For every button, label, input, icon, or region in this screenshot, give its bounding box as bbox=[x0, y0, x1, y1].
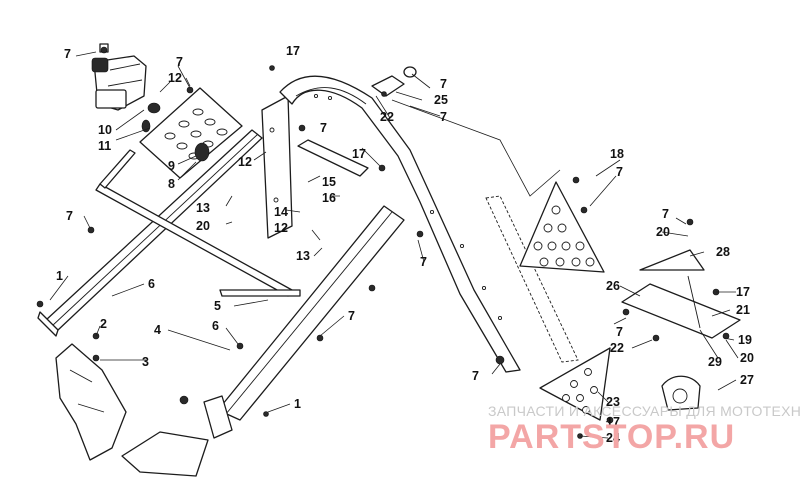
motor-27 bbox=[661, 375, 701, 411]
callout-26: 26 bbox=[606, 279, 620, 293]
callout-17: 17 bbox=[606, 415, 620, 429]
watermark-tagline: ЗАПЧАСТИ И АКСЕССУАРЫ ДЛЯ МОТОТЕХНИКИ bbox=[488, 403, 800, 419]
callout-23: 23 bbox=[606, 395, 620, 409]
callout-18: 18 bbox=[610, 147, 624, 161]
callout-17: 17 bbox=[352, 147, 366, 161]
callout-4: 4 bbox=[154, 323, 161, 337]
callout-16: 16 bbox=[322, 191, 336, 205]
watermark-brand: PARTSTOP.RU bbox=[488, 418, 735, 456]
lower-casting bbox=[55, 343, 209, 477]
long-rail-left bbox=[37, 129, 263, 337]
callout-24: 24 bbox=[606, 431, 620, 445]
callout-25: 25 bbox=[434, 93, 448, 107]
callout-17: 17 bbox=[736, 285, 750, 299]
leader-lines bbox=[49, 51, 739, 439]
callout-12: 12 bbox=[238, 155, 252, 169]
callout-10: 10 bbox=[98, 123, 112, 137]
diagonal-panel bbox=[391, 99, 579, 363]
callout-20: 20 bbox=[740, 351, 754, 365]
callout-7: 7 bbox=[66, 209, 73, 223]
callout-7: 7 bbox=[662, 207, 669, 221]
callout-17: 17 bbox=[286, 44, 300, 58]
callout-20: 20 bbox=[196, 219, 210, 233]
callout-7: 7 bbox=[616, 165, 623, 179]
callout-19: 19 bbox=[738, 333, 752, 347]
callout-6: 6 bbox=[212, 319, 219, 333]
callout-1: 1 bbox=[294, 397, 301, 411]
callout-7: 7 bbox=[440, 77, 447, 91]
callout-7: 7 bbox=[616, 325, 623, 339]
callout-12: 12 bbox=[274, 221, 288, 235]
tube-bar bbox=[95, 149, 301, 297]
perforated-plate-18 bbox=[519, 181, 605, 273]
callout-2: 2 bbox=[100, 317, 107, 331]
callout-20: 20 bbox=[656, 225, 670, 239]
callout-29: 29 bbox=[708, 355, 722, 369]
callout-14: 14 bbox=[274, 205, 288, 219]
fasteners bbox=[36, 46, 730, 439]
callout-labels: 7 17 7 12 10 11 9 8 12 7 25 22 7 7 17 15… bbox=[56, 44, 754, 445]
callout-7: 7 bbox=[176, 55, 183, 69]
bracket-28 bbox=[621, 249, 741, 339]
callout-13: 13 bbox=[296, 249, 310, 263]
callout-7: 7 bbox=[440, 110, 447, 124]
callout-22: 22 bbox=[380, 110, 394, 124]
callout-28: 28 bbox=[716, 245, 730, 259]
callout-1: 1 bbox=[56, 269, 63, 283]
rail-center-lower bbox=[203, 205, 405, 439]
callout-7: 7 bbox=[420, 255, 427, 269]
callout-11: 11 bbox=[98, 139, 111, 153]
perforated-plate-upper bbox=[139, 86, 243, 179]
callout-7: 7 bbox=[64, 47, 71, 61]
side-panel-14 bbox=[261, 95, 293, 239]
callout-6: 6 bbox=[148, 277, 155, 291]
callout-22: 22 bbox=[610, 341, 624, 355]
main-frame-arch bbox=[279, 75, 521, 373]
callout-7: 7 bbox=[320, 121, 327, 135]
reservoir-assembly bbox=[91, 43, 161, 133]
callout-3: 3 bbox=[142, 355, 149, 369]
perforated-plate-23 bbox=[539, 347, 611, 421]
upper-bracket-25 bbox=[371, 66, 417, 97]
callout-27: 27 bbox=[740, 373, 754, 387]
callout-5: 5 bbox=[214, 299, 221, 313]
callout-7: 7 bbox=[348, 309, 355, 323]
bracket-15 bbox=[297, 139, 369, 177]
callout-7: 7 bbox=[472, 369, 479, 383]
callout-8: 8 bbox=[168, 177, 175, 191]
callout-9: 9 bbox=[168, 159, 175, 173]
watermark: ЗАПЧАСТИ И АКСЕССУАРЫ ДЛЯ МОТОТЕХНИКИ PA… bbox=[488, 403, 800, 456]
callout-13: 13 bbox=[196, 201, 210, 215]
callout-12: 12 bbox=[168, 71, 182, 85]
callout-15: 15 bbox=[322, 175, 336, 189]
callout-21: 21 bbox=[736, 303, 750, 317]
